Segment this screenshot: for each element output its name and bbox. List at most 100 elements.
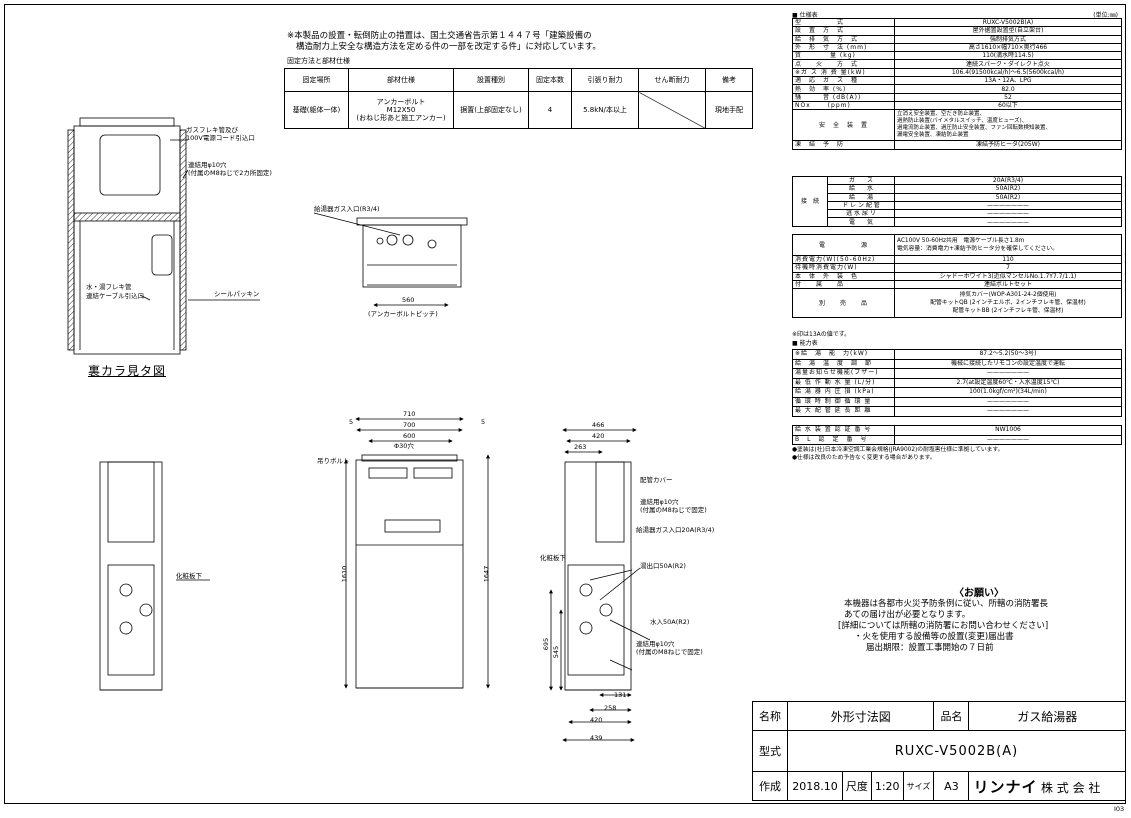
spec-val: NW1006 — [894, 425, 1122, 436]
spec-row: 最 大 配 管 延 長 距 離——————— — [792, 406, 1122, 417]
maker-suffix: 株 式 会 社 — [1040, 780, 1101, 795]
conn-row: 電 気——————— — [793, 217, 1122, 227]
cell-count: 4 — [528, 91, 572, 129]
spec-key: 点 火 方 式 — [792, 59, 895, 69]
spec-key: 外 形 寸 法 (mm) — [792, 42, 895, 53]
spec-row-freeze: 凍 結 予 防 凍結予防ヒータ(205W) — [792, 140, 1122, 150]
safety-line-4: 漏電安全装置、凍結防止装置 — [897, 132, 969, 139]
spec-row-optional: 別 売 品 排気カバー(WOP-A301-24-2個使用) 配管キットQB (2… — [792, 288, 1122, 319]
label-keshou-2: 化粧板下 — [540, 554, 566, 562]
conn-key: 給 水 — [827, 184, 895, 194]
spec-key: 待機時消費電力(W) — [792, 263, 895, 273]
dim-1647: 1647 — [482, 565, 491, 583]
dim-439: 439 — [590, 734, 603, 742]
spec-title: ■ 仕様表 — [792, 12, 818, 19]
cell-shear — [638, 91, 706, 129]
spec-row: ※給 湯 能 力(kW)87.2〜5.2(50〜3号) — [792, 349, 1122, 360]
header-type: 設置種別 — [453, 68, 529, 92]
spec-key: 最 大 配 管 延 長 距 離 — [792, 406, 895, 417]
spec-val: 2.7(at設定温度60℃・入水温度15℃) — [894, 377, 1122, 388]
product-name: ガス給湯器 — [968, 701, 1126, 731]
spec-key: 安 全 装 置 — [792, 109, 895, 142]
perf-table: ※給 湯 能 力(kW)87.2〜5.2(50〜3号)給 湯 温 度 調 節機械… — [792, 349, 1122, 417]
spec-row: 質 量 (kg)110(満水時114.5) — [792, 51, 1122, 61]
conn-val: 20A(R3/4) — [894, 175, 1122, 186]
label-hole-3: 連結用φ10穴 — [636, 640, 675, 648]
spec-row: 騒 音 (dB(A))52 — [792, 92, 1122, 102]
spec-val: 連結ボルトセット — [894, 279, 1122, 290]
dim-420-top: 420 — [592, 432, 605, 440]
spec-val: 排気カバー(WOP-A301-24-2個使用) 配管キットQB (2インチエルボ… — [894, 288, 1122, 319]
spec-key: 熱 効 率 (%) — [792, 84, 895, 94]
spec-row: 本 体 外 装 色シャドーホワイト3(近似マンセルNo.1.7Y7.7/1.1) — [792, 271, 1122, 281]
install-caption: 固定方法と部材仕様 — [287, 57, 350, 65]
spec-row: 熱 効 率 (%)82.0 — [792, 84, 1122, 94]
made-date: 2018.10 — [787, 771, 843, 801]
warning-title: 〈お願い〉 — [954, 588, 1004, 599]
optional-line-2: 配管キットQB (2インチエルボ、2インチフレキ管、保温材) — [930, 300, 1086, 307]
header-part: 部材仕様 — [348, 68, 454, 92]
spec-val: ——————— — [894, 396, 1122, 407]
dim-700: 700 — [403, 421, 416, 429]
conn-row: 接 続 ガ ス 20A(R3/4) — [792, 175, 1122, 227]
spec-row-safety: 安 全 装 置 立消え安全装置、空だき防止装置、 過熱防止装置(バイメタルスイッ… — [792, 109, 1122, 142]
spec-key: ※給 湯 能 力(kW) — [792, 349, 895, 360]
header-place: 固定場所 — [284, 68, 349, 92]
cell-part-line-2: M12X50 — [386, 106, 416, 114]
dim-258: 258 — [604, 704, 617, 712]
spec-key: NOx (ppm) — [792, 100, 895, 111]
spec-key: 給 湯 器 内 圧 損 (kPa) — [792, 387, 895, 398]
spec-val: 連続スパーク・ダイレクト点火 — [894, 59, 1122, 69]
label-cord: 100V電源コード引込口 — [186, 134, 255, 142]
spec-key: 適 応 ガ ス 種 — [792, 76, 895, 86]
spec-val: 110 — [894, 254, 1122, 265]
safety-line-2: 過熱防止装置(バイメタルスイッチ、温度ヒューズ)、 — [897, 118, 1028, 125]
spec-val: 110(満水時114.5) — [894, 51, 1122, 61]
spec-val: 82.0 — [894, 84, 1122, 94]
spec-key: 付 属 品 — [792, 279, 895, 290]
warning-line-3: [詳細については所轄の消防署にお問い合わせください] — [838, 621, 1049, 631]
spec-key: 設 置 方 式 — [792, 26, 895, 36]
spec-row: 最 低 作 動 水 量 (L/分)2.7(at設定温度60℃・入水温度15℃) — [792, 377, 1122, 388]
note-13a: ※印は13Aの値です。 — [792, 331, 851, 338]
cell-place: 基礎(躯体一体) — [284, 91, 349, 129]
spec-key: B L 認 定 番 号 — [792, 434, 895, 445]
spec-row-power: 電 源 AC100V 50-60Hz共用 電源ケーブル長さ1.8m 電気容量：消… — [792, 234, 1122, 256]
spec-row: 消費電力(W)(50-60Hz)110 — [792, 254, 1122, 265]
size-label: サイズ — [902, 771, 935, 801]
label-bolt: 吊りボルト — [317, 457, 350, 465]
label-gas-20a: 給湯器ガス入口20A(R3/4) — [636, 526, 715, 534]
cell-part: アンカーボルト M12X50 (おねじ形あと施工アンカー) — [348, 91, 454, 129]
spec-unit: (単位:㎜) — [1093, 12, 1118, 19]
spec-val: ——————— — [894, 368, 1122, 379]
header-count: 固定本数 — [528, 68, 572, 92]
conn-val: ——————— — [894, 209, 1122, 219]
spec-row: 給 湯 温 度 調 節機械に接続したリモコンの設定温度で運転 — [792, 358, 1122, 369]
drawing-name: 外形寸法図 — [786, 701, 935, 731]
notice-line-2: 構造耐力上安全な構造方法を定める件の一部を改定する件」に対応しています。 — [296, 42, 601, 52]
spec-val: 凍結予防ヒータ(205W) — [894, 140, 1122, 150]
label-gas-flex: ガスフレキ管及び — [186, 126, 238, 134]
rear-view-caption: 裏カラ見タ図 — [88, 364, 167, 378]
cell-tension: 5.8kN/本以上 — [571, 91, 639, 129]
spec-val: 強制排気方式 — [894, 34, 1122, 44]
spec-val: 13A・12A、LPG — [894, 76, 1122, 86]
model-label: 型式 — [752, 730, 788, 772]
dim-131: 131 — [614, 691, 627, 699]
label-phi30: Φ30穴 — [394, 442, 414, 450]
spec-row: 点 火 方 式連続スパーク・ダイレクト点火 — [792, 59, 1122, 69]
conn-key: ガ ス — [827, 175, 895, 186]
label-cable: 連結ケーブル引込口 — [86, 292, 145, 300]
conn-key: 給 湯 — [827, 192, 895, 202]
spec-key: 別 売 品 — [792, 288, 895, 319]
label-hole-1b: (付属のM8ねじで2カ所固定) — [188, 169, 272, 177]
scale-value: 1:20 — [870, 771, 904, 801]
dim-420-bottom: 420 — [590, 716, 603, 724]
